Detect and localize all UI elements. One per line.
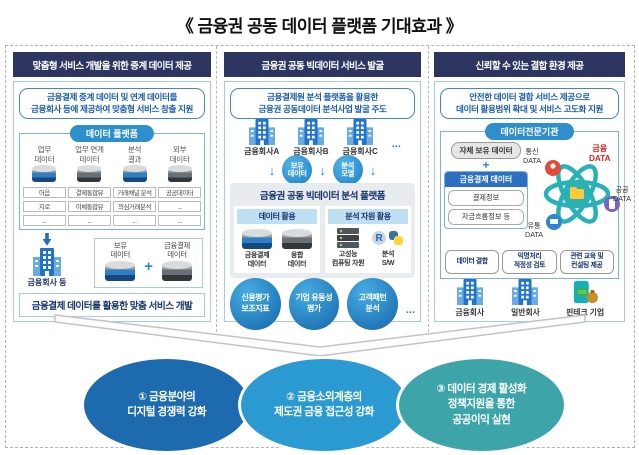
platform-group-analysis-results: 분석 결과 거래채널 분석 의심거래분석 ... [113,145,156,227]
panel-3-body: 안전한 데이터 결합 서비스 제공으로 데이터 활용범위 확대 및 서비스 고도… [434,81,631,322]
database-icon [162,260,192,281]
database-icon [77,165,102,183]
database-icon [105,260,136,281]
fintech-icon [573,280,599,303]
data-expert-org-title: 데이터전문기관 [484,123,575,141]
recipient-general-company: 일반회사 [510,278,540,318]
data-platform-grid: 업무 데이터 어음 지로 ... 업무 연계 데이터 결제통합뷰 이체통합뷰 .… [23,145,201,227]
platform-group-external-data: 외부 데이터 공공데이터 ... ... [158,145,201,227]
payment-data: 금융결제 데이터 [162,241,192,281]
service-data-combination: 데이터 결합 [445,250,500,274]
financial-company-row: 금융회사 등 보유 데이터 + 금융결제 데이터 [19,232,205,288]
bigdata-platform-title: 금융권 공동 빅데이터 분석 플랫폼 [259,191,386,203]
database-icon [32,165,57,183]
data-merge-box: 보유 데이터 + 금융결제 데이터 [94,237,203,288]
finance-data-label: 금융 DATA [589,144,611,164]
use-case-credit: 신용평가 보조지표 [230,277,281,330]
database-icon [122,165,147,183]
data-stack: 자체 보유 데이터 + 금융결제 데이터 결제정보 자금흐름정보 등 [444,142,528,246]
plus-icon: + [482,158,490,173]
owned-data: 보유 데이터 [105,241,136,281]
telecom-data-label: 통신 DATA [523,147,542,165]
server-icon [337,228,360,249]
panel-1-header: 맞춤형 서비스 개발을 위한 중계 데이터 제공 [13,52,211,77]
financial-company: 금융회사 등 [21,232,73,288]
payment-data-item: 금융결제 데이터 [242,228,272,270]
data-platform-title: 데이터 플랫폼 [69,125,155,143]
panel-1-caption: 금융결제 데이터를 활용한 맞춤 서비스 개발 [19,292,205,317]
service-row: 데이터 결합 익명처리 적정성 검토 관련 교육 및 컨설팅 제공 [445,250,614,274]
building-icon [456,278,483,305]
building-icon [248,119,275,146]
building-icon [512,278,539,305]
payment-data-box: 금융결제 데이터 결제정보 자금흐름정보 등 [444,171,528,230]
down-arrow-icon: ↓ [268,162,276,178]
panel-2-header: 금융권 공동 빅데이터 서비스 발굴 [224,52,421,77]
platform-group-linked-data: 업무 연계 데이터 결제통합뷰 이체통합뷰 ... [68,145,111,227]
public-data-label: 공공 DATA [613,185,632,203]
panel-custom-service: 맞춤형 서비스 개발을 위한 중계 데이터 제공 금융결제 중계 데이터 및 연… [13,52,211,322]
service-education-consulting: 관련 교육 및 컨설팅 제공 [559,250,614,274]
bigdata-panels: 데이터 활용 금융결제 데이터 융합 데이터 [234,206,411,273]
outcome-financial-inclusion: ② 금융소외계층의 제도권 금융 접근성 강화 [238,356,410,454]
recipient-financial-company: 금융회사 [455,278,485,318]
database-icon [282,229,312,250]
data-usage-panel: 데이터 활용 금융결제 데이터 융합 데이터 [234,206,320,273]
panel-2-body: 금융결제원 분석 플랫폼을 활용한 금융권 공동데이터 분석사업 발굴 주도 금… [224,81,421,330]
page-title: 《 금융권 공동 데이터 플랫폼 기대효과 》 [176,17,463,36]
down-arrow-icon [42,232,52,246]
panel-2-summary: 금융결제원 분석 플랫폼을 활용한 금융권 공동데이터 분석사업 발굴 주도 [230,88,415,120]
recipients-row: 금융회사 일반회사 핀테크 기업 [440,278,619,318]
ellipsis-more: ... [405,303,415,316]
panel-3-summary: 안전한 데이터 결합 서비스 제공으로 데이터 활용범위 확대 및 서비스 고도… [440,88,619,120]
analysis-model-badge: 분석 모델 [332,155,363,186]
data-platform-box: 데이터 플랫폼 업무 데이터 어음 지로 ... 업무 연계 데이터 결제통합뷰… [19,125,205,231]
panel-data-combination: 신뢰할 수 있는 결합 환경 제공 안전한 데이터 결합 서비스 제공으로 데이… [434,52,631,322]
ellipsis-more: ... [391,138,401,151]
plus-icon: + [144,257,153,275]
data-flow-row: ↓ 보유 데이터 ↓ 분석 모델 ↓ [230,155,415,186]
platform-group-work-data: 업무 데이터 어음 지로 ... [23,145,66,227]
analysis-resource-panel: 분석 자원 활용 고성능 컴퓨팅 자원 R [325,206,411,273]
column-divider [428,46,429,332]
outcome-digital-competitiveness: ① 금융분야의 디지털 경쟁력 강화 [81,356,253,454]
recipient-fintech: 핀테크 기업 [566,279,604,318]
down-arrow-icon: ↓ [369,162,377,178]
r-logo-icon: R [372,231,387,246]
fusion-data-item: 융합 데이터 [282,228,312,270]
financial-company-b: 금융회사B [293,119,329,157]
panel-3-header: 신뢰할 수 있는 결합 환경 제공 [434,52,625,77]
python-logo-icon [389,231,404,246]
use-case-row: 신용평가 보조지표 기업 유동성 평가 고객패턴 분석 ... [230,277,415,330]
financial-company-a: 금융회사A [244,119,279,157]
database-icon [167,165,192,183]
analysis-software-item: R 분석 S/W [372,228,404,269]
panel-bigdata-service: 금융권 공동 빅데이터 서비스 발굴 금융결제원 분석 플랫폼을 활용한 금융권… [224,52,421,330]
retail-data-label: 유통 DATA [525,221,544,239]
building-icon [297,119,324,146]
service-anonymization-review: 익명처리 적정성 검토 [502,250,557,274]
data-combination-atom: 통신 DATA 금융 DATA 공공 DATA 유통 DATA [523,142,631,246]
owned-data-badge: 보유 데이터 [282,155,313,186]
building-icon [347,119,374,146]
down-arrow-icon: ↓ [319,162,326,178]
panel-1-summary: 금융결제 중계 데이터 및 연계 데이터를 금융회사 등에 제공하여 맞춤형 서… [19,88,205,120]
outcome-data-economy: ③ 데이터 경제 활성화 정책지원을 통한 공공이익 실현 [395,356,567,454]
bigdata-platform-box: 금융권 공동 빅데이터 분석 플랫폼 데이터 활용 금융결제 데이터 융합 데이… [230,183,415,278]
database-icon [242,229,272,250]
computing-resource-item: 고성능 컴퓨팅 자원 [332,228,365,269]
use-case-pattern: 고객패턴 분석 [347,277,398,330]
data-expert-org-box: 데이터전문기관 자체 보유 데이터 + 금융결제 데이터 결제정보 자금흐름정보… [440,123,631,279]
use-case-liquidity: 기업 유동성 평가 [288,277,340,330]
converging-chevron [54,314,586,357]
atom-icon [543,160,620,231]
own-data-pill: 자체 보유 데이터 [451,142,521,160]
outcomes-row: ① 금융분야의 디지털 경쟁력 강화 ② 금융소외계층의 제도권 금융 접근성 … [81,356,567,454]
panel-1-body: 금융결제 중계 데이터 및 연계 데이터를 금융회사 등에 제공하여 맞춤형 서… [13,81,211,322]
financial-company-c: 금융회사C [343,119,378,157]
building-icon [33,247,61,276]
financial-companies-row: 금융회사A 금융회사B 금융회사C ... [230,119,415,157]
column-divider [216,46,217,332]
